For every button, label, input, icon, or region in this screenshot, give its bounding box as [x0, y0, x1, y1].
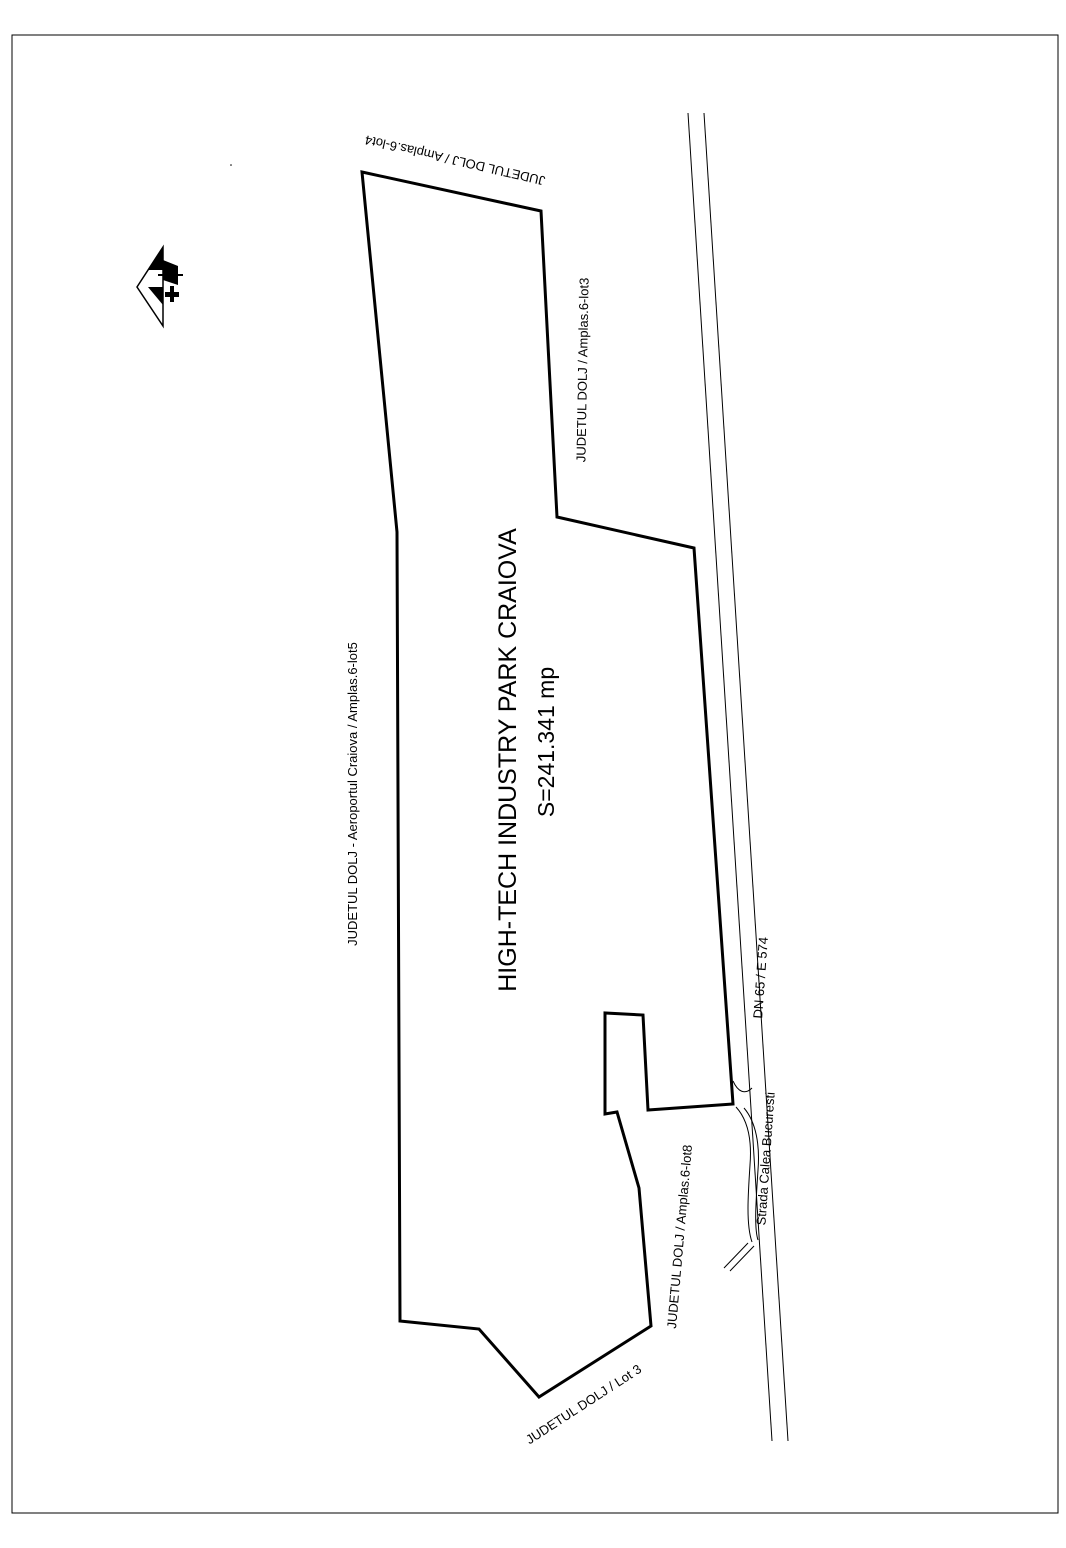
neighbor-west-label: JUDETUL DOLJ - Aeroportul Craiova / Ampl…: [345, 642, 360, 946]
parcel-title: HIGH-TECH INDUSTRY PARK CRAIOVA: [494, 528, 522, 992]
parcel-area: S=241.341 mp: [533, 667, 559, 817]
road-secondary-label: Strada Calea Bucuresti: [753, 1091, 777, 1226]
road-main-label: DN 65 / E 574: [750, 936, 771, 1019]
road-calea-bucuresti: [723, 1080, 759, 1272]
neighbor-east-upper-label: JUDETUL DOLJ / Amplas.6-lot3: [573, 278, 591, 463]
north-arrow-icon: [136, 244, 183, 329]
neighbor-south-label: JUDETUL DOLJ / Lot 3: [523, 1361, 644, 1447]
road-dn65: [687, 112, 789, 1442]
neighbor-north-label: JUDETUL DOLJ / Amplas.6-lot4: [363, 132, 546, 188]
parcel-boundary: [360, 170, 735, 1399]
dot-mark: [230, 164, 232, 166]
neighbor-east-lower-label: JUDETUL DOLJ / Amplas.6-lot8: [664, 1144, 695, 1329]
page-frame: [11, 34, 1059, 1514]
